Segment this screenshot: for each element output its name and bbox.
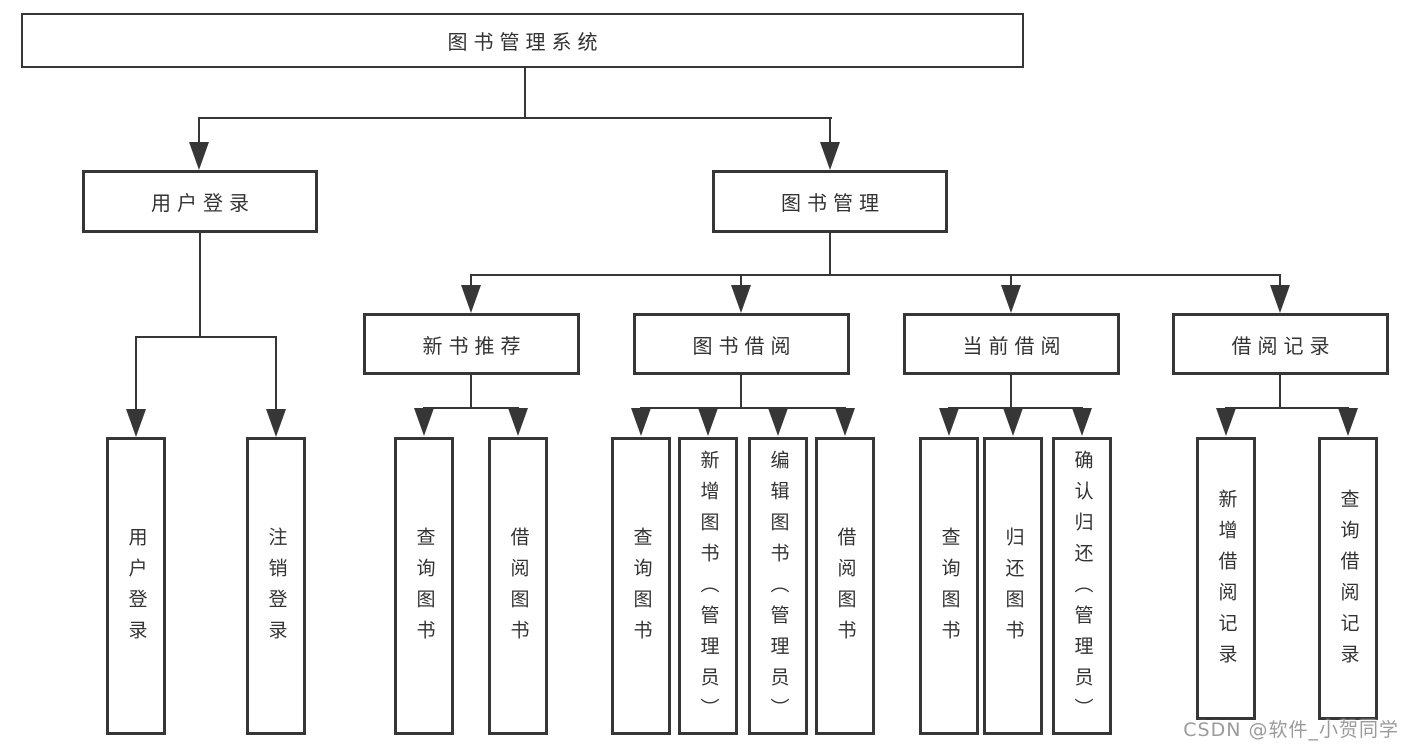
connector-line (1225, 407, 1349, 409)
node-book-management: 图书管理 (712, 170, 948, 233)
connector-line (275, 336, 277, 411)
node-book-management-label: 图书管理 (781, 191, 885, 215)
leaf-return-book: 归还图书 (983, 437, 1043, 735)
arrow-down-icon (698, 408, 718, 436)
leaf-add-borrow-record: 新增借阅记录 (1196, 437, 1256, 720)
arrow-down-icon (414, 408, 434, 436)
leaf-logout-label: 注销登录 (265, 527, 288, 651)
node-root: 图书管理系统 (21, 13, 1024, 68)
watermark: CSDN @软件_小贺同学 (1183, 719, 1399, 741)
leaf-query-books-current: 查询图书 (919, 437, 979, 735)
leaf-edit-book-admin-label: 编辑图书（管理员） (767, 449, 790, 729)
connector-line (1010, 274, 1012, 286)
leaf-query-books-borrow: 查询图书 (611, 437, 671, 735)
arrow-down-icon (1001, 285, 1021, 313)
leaf-confirm-return-admin: 确认归还（管理员） (1052, 437, 1112, 735)
connector-line (829, 233, 831, 276)
arrow-down-icon (1216, 408, 1236, 436)
leaf-borrow-books-recommend: 借阅图书 (488, 437, 548, 735)
leaf-query-books-borrow-label: 查询图书 (630, 527, 653, 651)
connector-line (198, 117, 200, 143)
arrow-down-icon (820, 142, 840, 170)
leaf-add-book-admin-label: 新增图书（管理员） (697, 449, 720, 729)
arrow-down-icon (266, 409, 286, 437)
connector-line (524, 68, 526, 118)
arrow-down-icon (768, 408, 788, 436)
node-book-borrow: 图书借阅 (633, 313, 850, 375)
connector-line (470, 274, 1281, 276)
leaf-user-login: 用户登录 (106, 437, 166, 735)
arrow-down-icon (189, 142, 209, 170)
leaf-edit-book-admin: 编辑图书（管理员） (748, 437, 808, 735)
connector-line (1279, 274, 1281, 286)
connector-line (740, 274, 742, 286)
leaf-borrow-books-borrow-label: 借阅图书 (834, 527, 857, 651)
arrow-down-icon (1270, 285, 1290, 313)
leaf-query-books-current-label: 查询图书 (938, 527, 961, 651)
connector-line (470, 274, 472, 286)
leaf-confirm-return-admin-label: 确认归还（管理员） (1071, 449, 1094, 729)
connector-line (829, 117, 831, 143)
connector-line (1010, 375, 1012, 409)
connector-line (135, 336, 277, 338)
leaf-return-book-label: 归还图书 (1002, 527, 1025, 651)
node-user-login: 用户登录 (82, 170, 318, 233)
node-root-label: 图书管理系统 (447, 30, 604, 54)
node-borrow-records: 借阅记录 (1172, 313, 1389, 375)
node-current-borrow-label: 当前借阅 (962, 333, 1067, 358)
node-new-book-recommend: 新书推荐 (363, 313, 580, 375)
leaf-borrow-books-recommend-label: 借阅图书 (507, 527, 530, 651)
arrow-down-icon (631, 408, 651, 436)
connector-line (199, 117, 832, 119)
arrow-down-icon (1338, 408, 1358, 436)
leaf-borrow-books-borrow: 借阅图书 (815, 437, 875, 735)
arrow-down-icon (461, 285, 481, 313)
arrow-down-icon (1072, 408, 1092, 436)
arrow-down-icon (939, 408, 959, 436)
arrow-down-icon (1003, 408, 1023, 436)
arrow-down-icon (126, 409, 146, 437)
connector-line (1279, 375, 1281, 409)
leaf-query-books-recommend-label: 查询图书 (413, 527, 436, 651)
leaf-query-books-recommend: 查询图书 (394, 437, 454, 735)
arrow-down-icon (731, 285, 751, 313)
leaf-logout: 注销登录 (246, 437, 306, 735)
leaf-query-borrow-record-label: 查询借阅记录 (1337, 488, 1360, 675)
connector-line (135, 336, 137, 411)
connector-line (470, 375, 472, 409)
node-new-book-recommend-label: 新书推荐 (422, 333, 527, 358)
connector-line (423, 407, 519, 409)
connector-line (199, 233, 201, 338)
node-borrow-records-label: 借阅记录 (1231, 333, 1336, 358)
leaf-add-borrow-record-label: 新增借阅记录 (1215, 488, 1238, 675)
arrow-down-icon (835, 408, 855, 436)
leaf-user-login-label: 用户登录 (125, 527, 148, 651)
node-book-borrow-label: 图书借阅 (692, 333, 797, 358)
node-user-login-label: 用户登录 (151, 191, 255, 215)
node-current-borrow: 当前借阅 (903, 313, 1120, 375)
connector-line (740, 375, 742, 409)
leaf-add-book-admin: 新增图书（管理员） (678, 437, 738, 735)
leaf-query-borrow-record: 查询借阅记录 (1318, 437, 1378, 720)
connector-line (640, 407, 846, 409)
arrow-down-icon (508, 408, 528, 436)
